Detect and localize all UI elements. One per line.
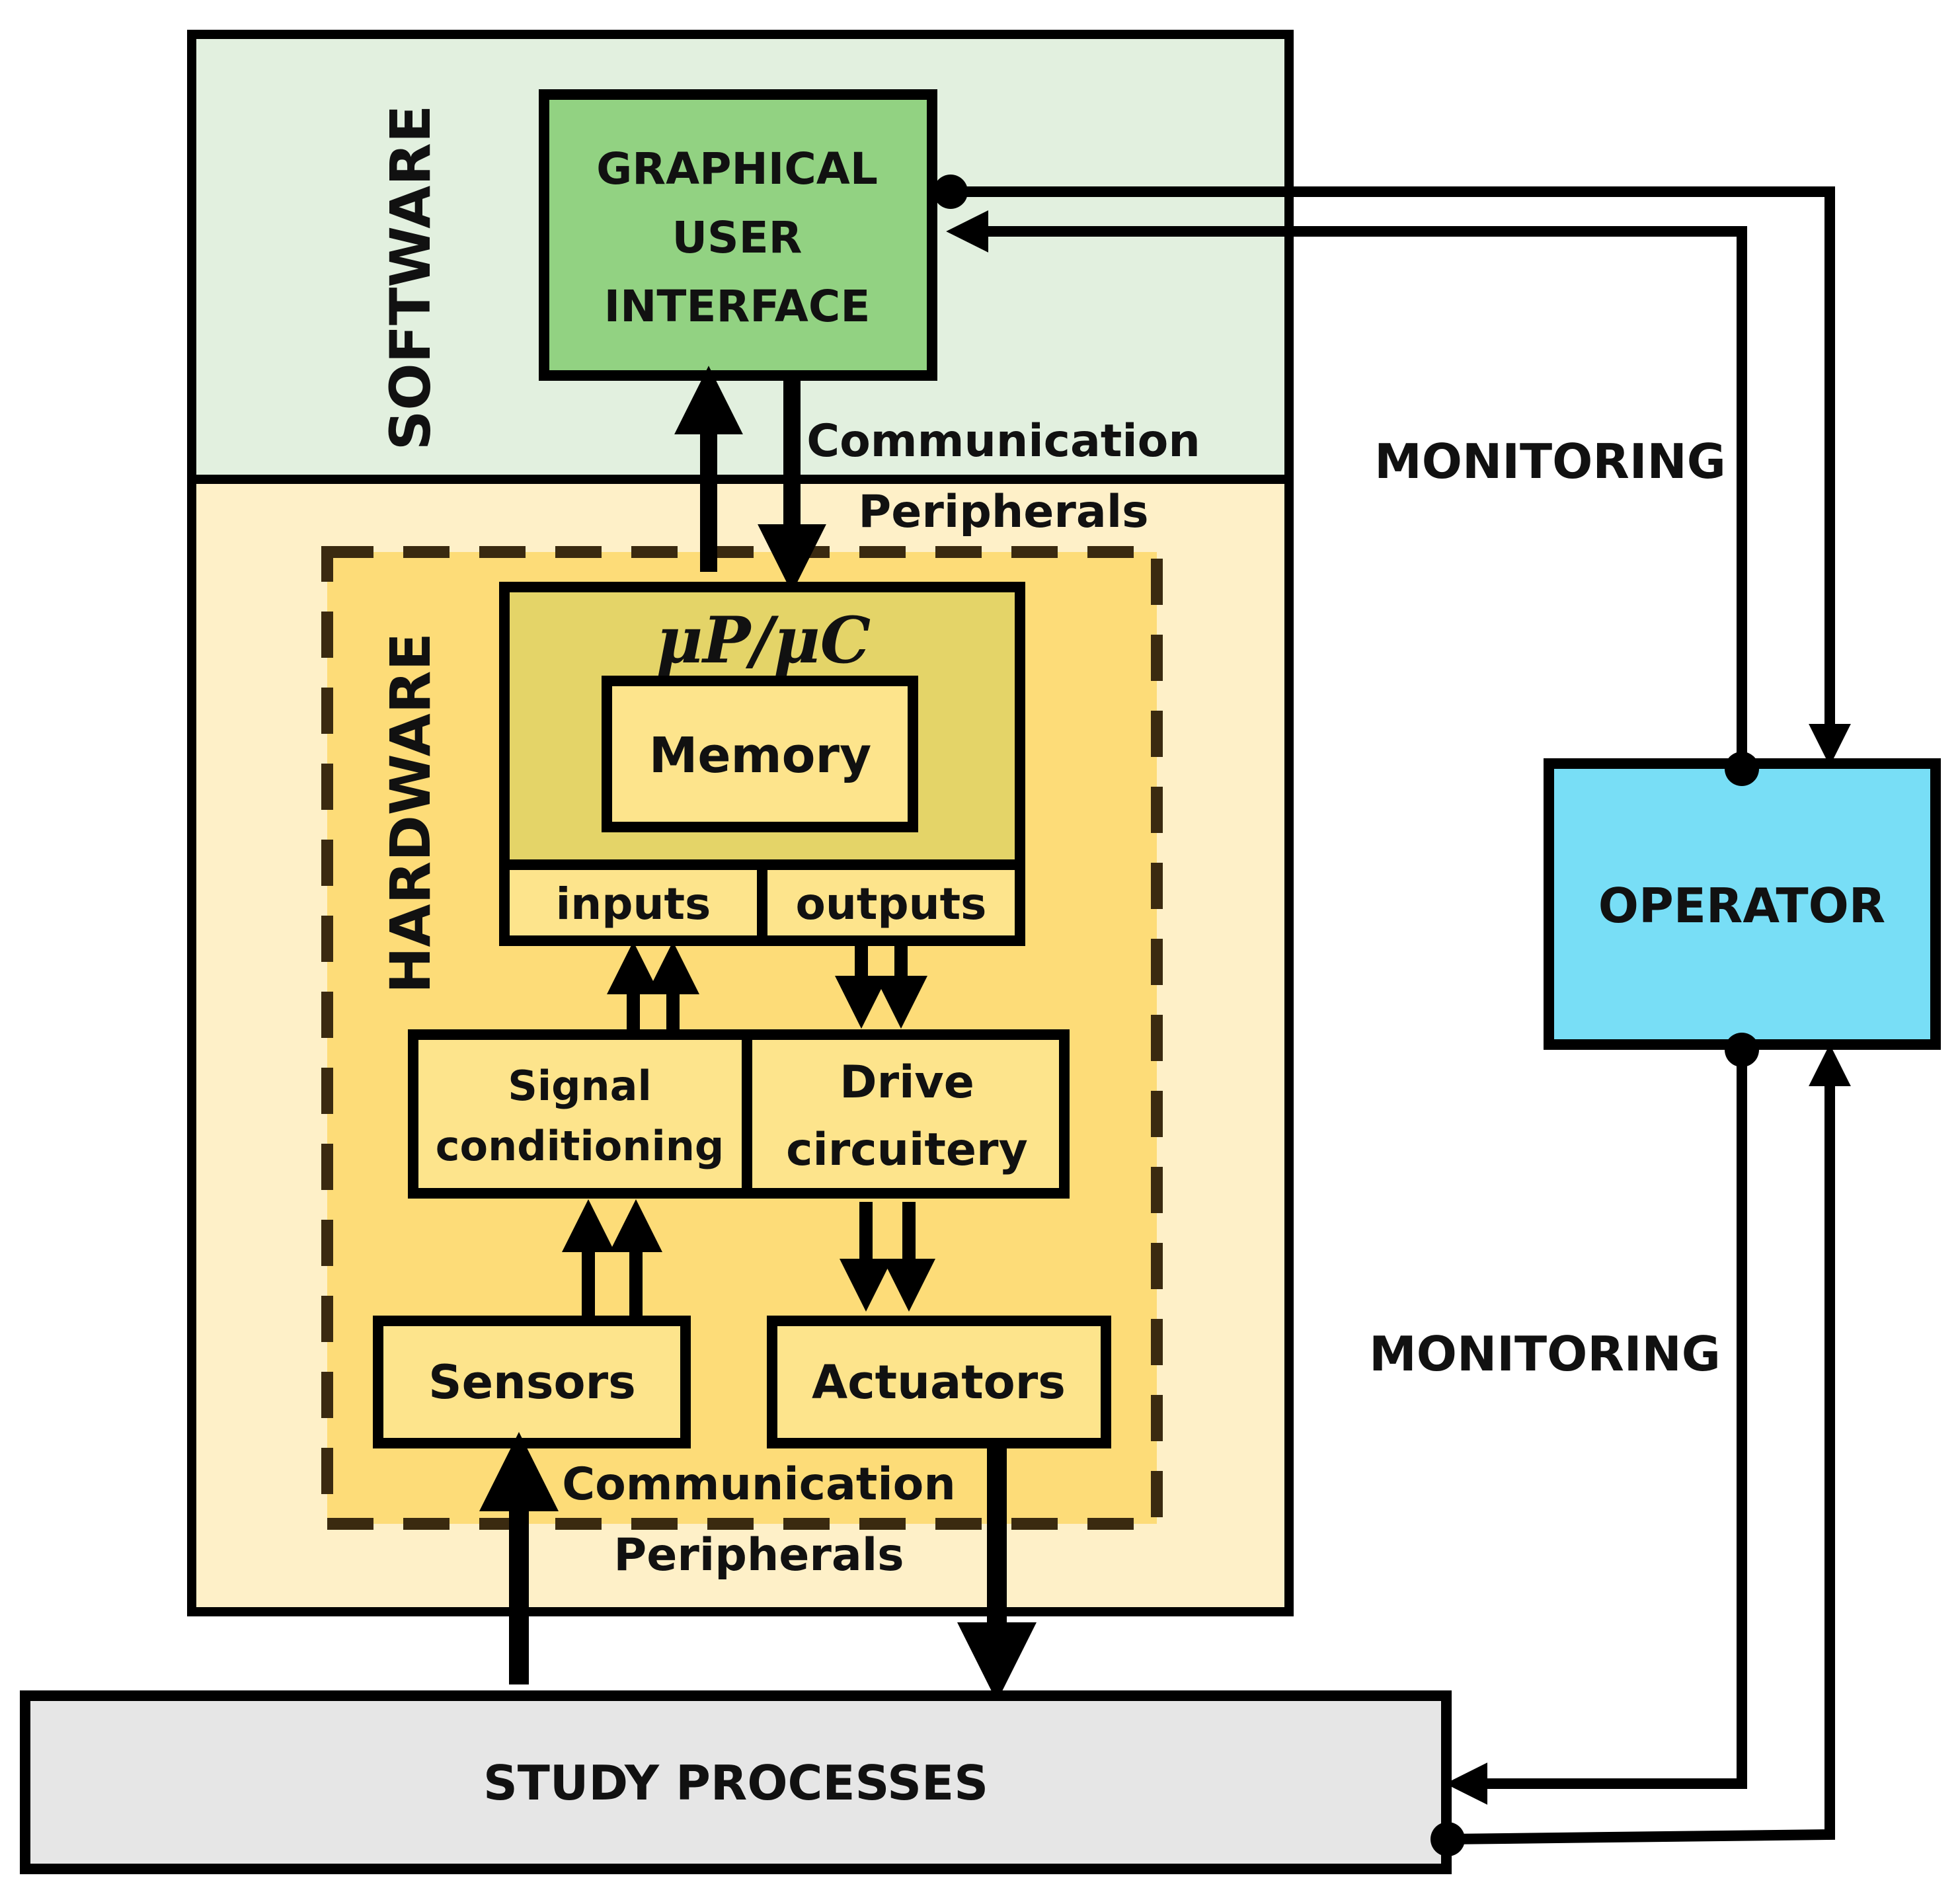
memory-label: Memory — [649, 727, 872, 784]
inputs-label: inputs — [556, 879, 711, 930]
monitoring-label-bottom: MONITORING — [1369, 1326, 1721, 1382]
memory-box — [602, 676, 918, 832]
signal-label-line2: conditioning — [436, 1122, 725, 1170]
mpu-label: μP/μC — [656, 603, 871, 678]
drive-circuitery-box — [742, 1029, 1070, 1199]
drive-label-line1: Drive — [840, 1056, 974, 1109]
monitoring-label-top: MONITORING — [1374, 434, 1726, 489]
hardware-label: HARDWARE — [378, 633, 443, 994]
connector-dot-operator-top — [1725, 752, 1759, 786]
connector-dot-operator-bottom — [1725, 1033, 1759, 1067]
connector-gui-to-operator — [951, 186, 1851, 766]
study-processes-label: STUDY PROCESSES — [483, 1755, 988, 1811]
sensors-label: Sensors — [428, 1355, 636, 1409]
outputs-box — [757, 859, 1025, 946]
inputs-box — [499, 859, 767, 946]
drive-label-line2: circuitery — [786, 1124, 1028, 1176]
software-label: SOFTWARE — [378, 105, 443, 451]
comm-bottom-label-line1: Communication — [562, 1458, 956, 1511]
signal-label-line1: Signal — [508, 1062, 652, 1110]
comm-top-label-line2: Peripherals — [858, 486, 1148, 538]
outputs-label: outputs — [796, 879, 987, 930]
connector-dot-process — [1431, 1822, 1465, 1856]
gui-box — [539, 89, 937, 381]
study-processes-box — [20, 1690, 1452, 1874]
gui-label-line2: USER — [672, 212, 802, 263]
signal-conditioning-box — [408, 1029, 752, 1199]
actuators-label: Actuators — [812, 1355, 1066, 1409]
operator-label: OPERATOR — [1598, 878, 1886, 933]
connector-dot-gui — [933, 175, 968, 209]
connector-operator-to-gui — [946, 210, 1747, 769]
comm-bottom-label-line2: Peripherals — [613, 1529, 904, 1581]
connector-operator-to-process — [1445, 1050, 1747, 1805]
actuators-box — [767, 1316, 1111, 1448]
comm-top-label-line1: Communication — [806, 415, 1200, 467]
gui-label-line3: INTERFACE — [604, 281, 871, 332]
gui-label-line1: GRAPHICAL — [596, 143, 878, 194]
connector-process-to-operator — [1447, 1044, 1851, 1844]
